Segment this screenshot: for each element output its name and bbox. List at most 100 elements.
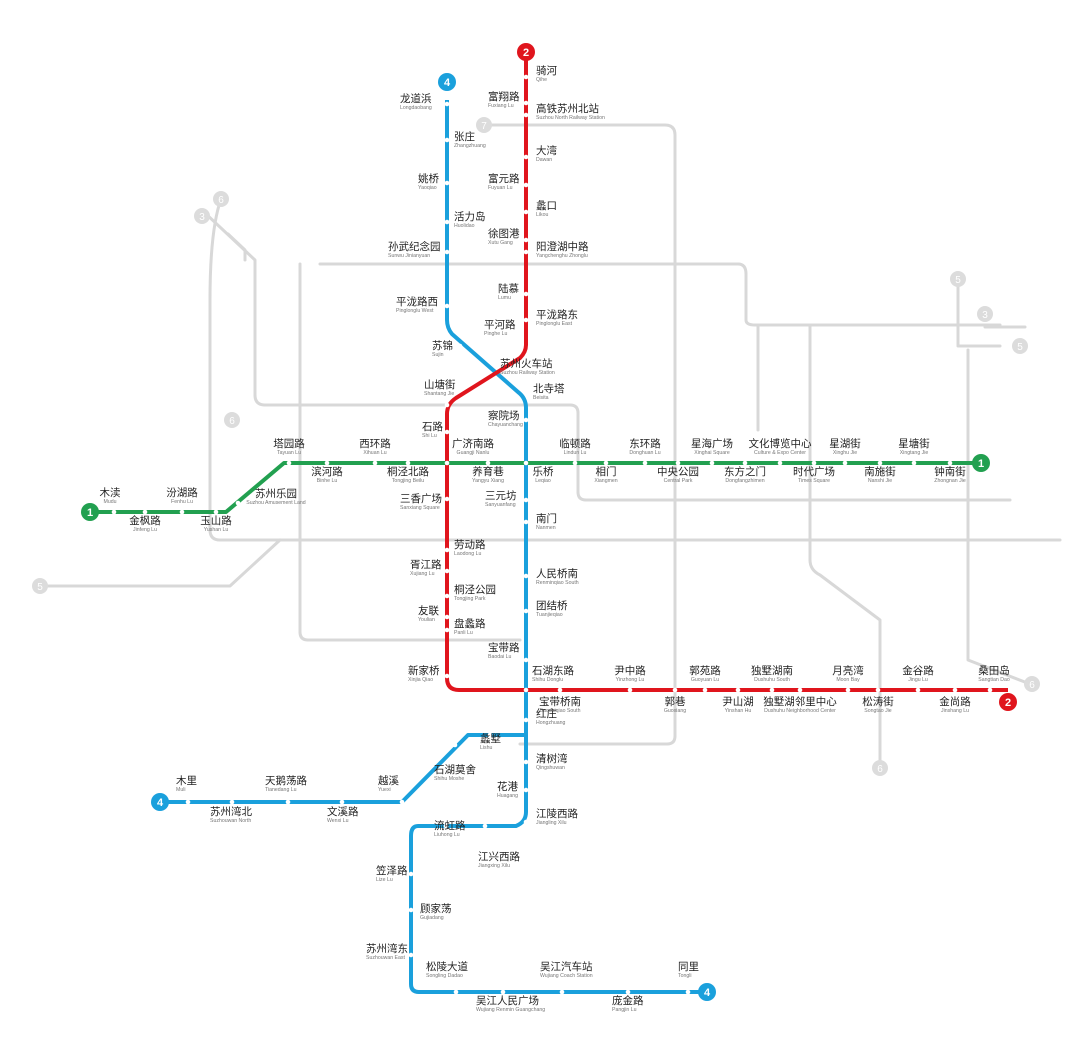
- station-name-en: Liuhong Lu: [434, 832, 460, 838]
- line-2-badge-north: [517, 43, 535, 61]
- station-name: 阳澄湖中路: [536, 240, 589, 253]
- planned-badge-3a-label: 3: [199, 212, 205, 223]
- station-dot: [452, 742, 458, 748]
- station-name: 时代广场: [793, 465, 835, 478]
- planned-badge-5b: [1012, 338, 1028, 354]
- station-dot: [685, 989, 691, 995]
- station-name: 新家桥: [408, 664, 440, 677]
- station-dot: [523, 154, 529, 160]
- station-dot: [444, 627, 450, 633]
- station-name-en: Sujin: [432, 352, 444, 358]
- planned-badge-3a: [194, 208, 210, 224]
- station-name-en: Xinghai Square: [694, 450, 730, 456]
- station-name-en: Chayuanchang: [488, 422, 523, 428]
- station-name: 同里: [678, 961, 699, 973]
- station-name: 人民桥南: [536, 567, 578, 580]
- planned-badge-6d-label: 6: [877, 764, 883, 775]
- station-name-en: Wujiang Coach Station: [540, 973, 593, 979]
- station-name: 西环路: [359, 437, 391, 450]
- station-dot: [487, 732, 493, 738]
- line-4-badge-north-label: 4: [444, 77, 451, 89]
- station-name: 文溪路: [327, 805, 359, 818]
- station-dot: [507, 334, 513, 340]
- station-name: 石路: [422, 420, 443, 433]
- station-dot: [285, 799, 291, 805]
- station-name-en: Zhangzhuang: [454, 143, 486, 149]
- planned-badge-6a: [213, 191, 229, 207]
- planned-line-e-path: [808, 323, 882, 768]
- station-dot: [444, 496, 450, 502]
- station-name-en: Shi Lu: [422, 433, 437, 439]
- station-name: 石湖莫舍: [434, 763, 476, 776]
- line-badges: 1 1 2 2 4 4 4: [81, 43, 1017, 1001]
- planned-badge-5a-label: 5: [955, 275, 961, 286]
- station-name: 乐桥: [533, 466, 554, 478]
- station-name-en: Fuyuan Lu: [488, 185, 513, 191]
- station-dot: [523, 317, 529, 323]
- station-name: 石湖东路: [532, 664, 574, 677]
- station-name: 滨河路: [311, 465, 343, 478]
- planned-line-loop-path: [208, 418, 1062, 542]
- station-name: 友联: [418, 604, 439, 617]
- station-name: 胥江路: [410, 558, 442, 571]
- station-dot: [444, 429, 450, 435]
- station-dot: [399, 799, 405, 805]
- station-name-en: Yinzhong Lu: [616, 677, 645, 683]
- line-1-badge-west-label: 1: [87, 507, 93, 519]
- station-name: 骑河: [536, 64, 557, 77]
- station-dot: [444, 568, 450, 574]
- station-dot: [444, 593, 450, 599]
- station-dot: [142, 509, 148, 515]
- station-name-en: Lize Lu: [376, 877, 393, 883]
- station-dot: [987, 687, 993, 693]
- station-dot: [672, 687, 678, 693]
- planned-line-5b-path: [38, 538, 282, 588]
- planned-lines: [38, 123, 1062, 768]
- station-name-en: Yangyu Xiang: [472, 478, 504, 484]
- station-dot: [405, 460, 411, 466]
- line-2-badge-east-label: 2: [1005, 697, 1011, 709]
- station-name-en: Fuxiang Lu: [488, 103, 514, 109]
- station-name: 月亮湾: [832, 664, 864, 677]
- station-name-en: Binhe Lu: [317, 478, 338, 484]
- station-name-en: Tongjing Beilu: [392, 478, 424, 484]
- station-dot: [523, 249, 529, 255]
- station-name: 劳动路: [454, 538, 486, 551]
- station-name: 桑田岛: [978, 664, 1010, 677]
- station-name: 金谷路: [902, 664, 934, 677]
- station-name-en: Xujiang Lu: [410, 571, 435, 577]
- station-name: 木渎: [100, 486, 121, 499]
- station-name-en: Sangtian Dao: [978, 677, 1010, 683]
- station-dot: [286, 460, 292, 466]
- station-name-en: Tianedang Lu: [265, 787, 297, 793]
- station-dot: [235, 500, 241, 506]
- station-name-en: Yangchenghu Zhonglu: [536, 253, 588, 259]
- station-dot: [444, 180, 450, 186]
- station-dot: [523, 608, 529, 614]
- station-name: 郭苑路: [689, 664, 721, 677]
- station-name: 桐泾公园: [454, 583, 496, 596]
- station-dot: [915, 687, 921, 693]
- station-dot: [523, 209, 529, 215]
- station-dot: [603, 460, 609, 466]
- station-dot: [675, 460, 681, 466]
- planned-badge-7-label: 7: [481, 121, 487, 132]
- station-name-en: Dongfangzhimen: [725, 478, 764, 484]
- station-dot: [702, 687, 708, 693]
